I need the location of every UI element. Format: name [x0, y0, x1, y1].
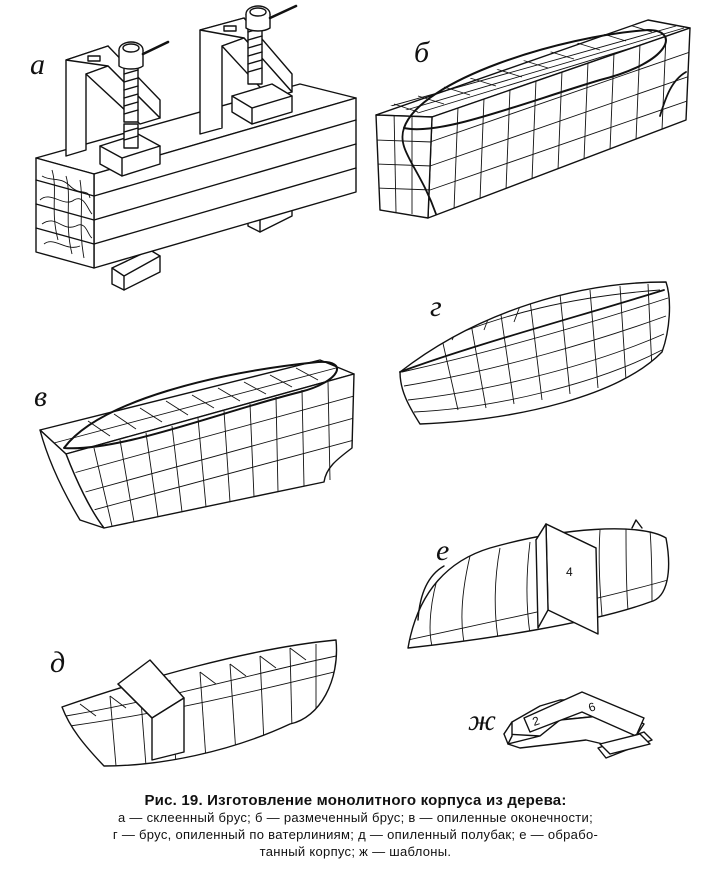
panel-label-e: е — [436, 534, 449, 567]
figure-illustration: 4 2 6 а б в г д е ж — [30, 4, 691, 767]
caption-line-3: танный корпус; ж — шаблоны. — [259, 844, 452, 859]
panel-a-glued-block — [35, 4, 357, 291]
template-number-2: 2 — [531, 713, 542, 728]
panel-d-forecastle — [61, 639, 338, 767]
panel-label-v: в — [34, 380, 47, 413]
panel-g-waterline-block — [399, 281, 671, 425]
panel-label-g: г — [430, 290, 442, 323]
panel-label-zh: ж — [468, 704, 496, 737]
caption-line-2: г — брус, опиленный по ватерлиниям; д — … — [112, 827, 599, 842]
figure-caption: Рис. 19. Изготовление монолитного корпус… — [0, 792, 711, 860]
panel-zh-templates: 2 6 — [503, 691, 653, 759]
template-number-6: 6 — [587, 699, 598, 714]
caption-title: Рис. 19. Изготовление монолитного корпус… — [144, 792, 567, 809]
caption-line-1: а — склеенный брус; б — размеченный брус… — [117, 810, 594, 825]
panel-label-d: д — [50, 646, 65, 679]
panel-b-marked-block — [375, 19, 691, 219]
template-number-4: 4 — [566, 565, 573, 579]
panel-label-a: а — [30, 48, 45, 81]
panel-label-b: б — [414, 36, 430, 69]
panel-e-finished-hull: 4 — [407, 519, 670, 649]
panel-v-sawn-ends — [39, 359, 355, 529]
